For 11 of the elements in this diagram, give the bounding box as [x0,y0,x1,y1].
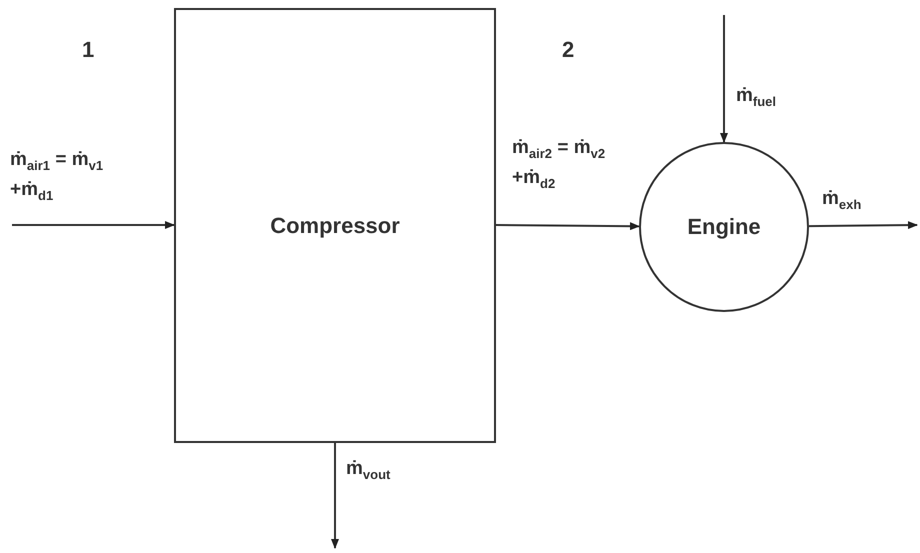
node-label: Compressor [270,212,400,238]
flow-arrow [720,15,728,143]
station-number: 2 [562,37,574,63]
process-box [174,8,496,443]
flow-arrow [808,221,918,230]
flow-arrow [331,443,339,549]
flow-arrow [496,222,640,230]
node-label: Engine [687,214,761,240]
flow-arrow [12,221,175,229]
station-number: 1 [82,37,94,63]
process-circle [639,142,809,312]
